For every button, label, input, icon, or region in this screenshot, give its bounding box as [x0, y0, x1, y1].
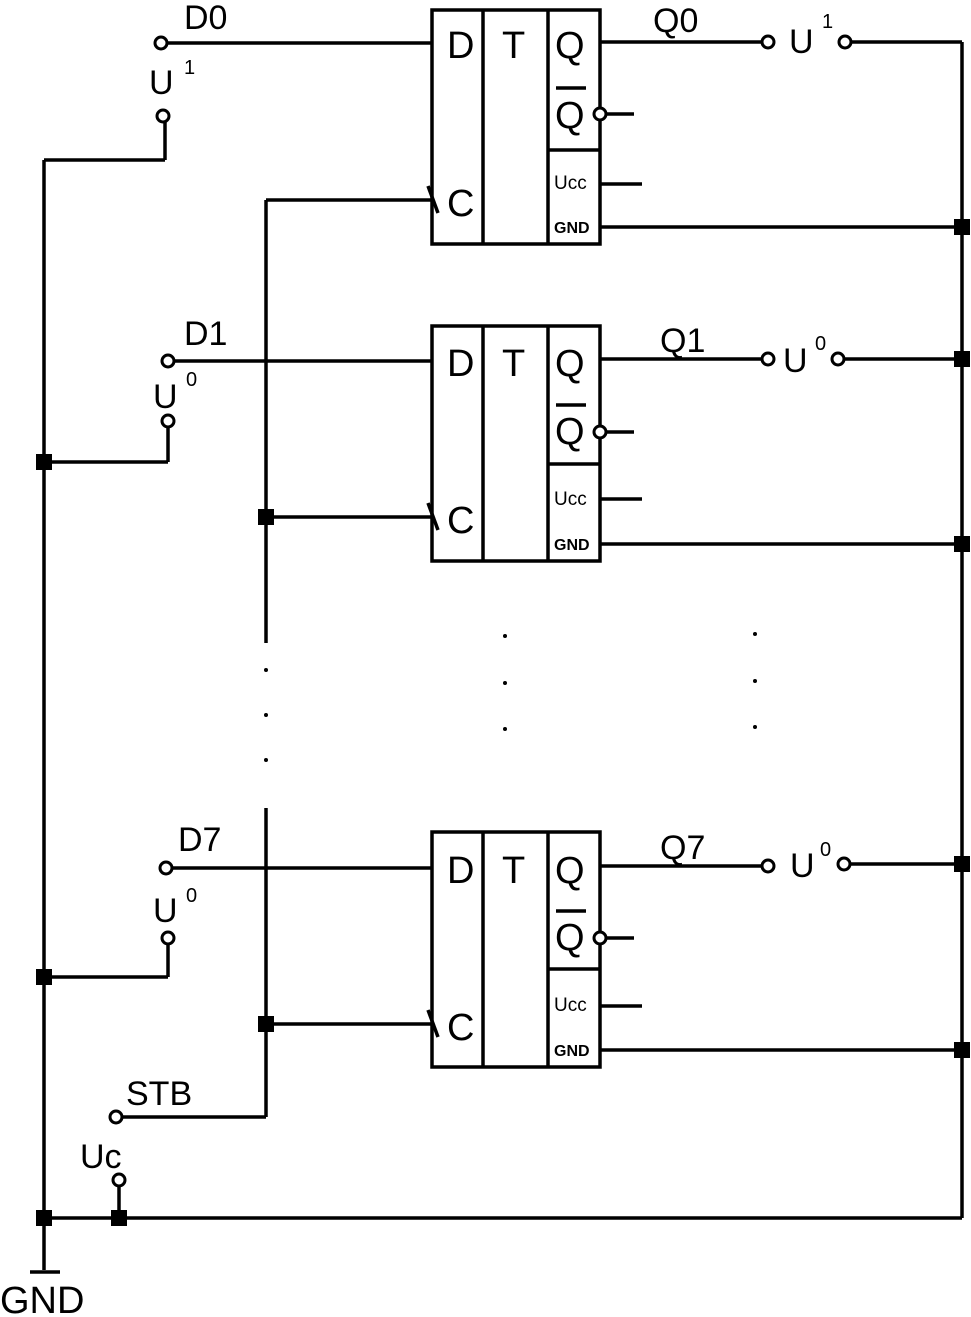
level-0-terminal: [155, 108, 171, 124]
junction-dot: [258, 509, 274, 525]
d1-input-terminal: [160, 353, 176, 369]
junction-dot: [258, 1016, 274, 1032]
level-1-label: U: [153, 378, 178, 416]
trigger-1: D1 U 0 D T Q Q C Ucc GND Q1 U 0: [153, 315, 970, 563]
junction-dot: [954, 219, 970, 235]
pin-ucc: Ucc: [554, 489, 587, 510]
pin-c: C: [447, 1007, 474, 1049]
junction-dot: [111, 1210, 127, 1226]
q1-label: Q1: [660, 322, 705, 360]
d7-label: D7: [178, 821, 221, 859]
supply-label: Uc: [80, 1138, 122, 1176]
q0-output-terminal: [760, 34, 776, 50]
q0-label: Q0: [653, 2, 698, 40]
pin-c: C: [447, 500, 474, 542]
pin-gnd: GND: [554, 220, 590, 237]
ellipsis-dot: [753, 725, 757, 729]
q1-level-sup: 0: [815, 333, 826, 355]
clock-edge-mark: [426, 502, 440, 531]
d0-input-terminal: [153, 35, 169, 51]
pin-c: C: [447, 183, 474, 225]
level-7-label: U: [153, 892, 178, 930]
junction-dot: [954, 1042, 970, 1058]
ellipsis-dot: [264, 758, 268, 762]
trigger-7-body: [430, 830, 602, 1069]
q1-level-label: U: [783, 342, 808, 380]
d7-input-terminal: [158, 860, 174, 876]
level-0-sup: 1: [184, 57, 195, 79]
q7-level-sup: 0: [820, 839, 831, 861]
d0-label: D0: [184, 0, 227, 37]
level-7-sup: 0: [186, 885, 197, 907]
pin-t: T: [502, 850, 525, 892]
q0-level-sup: 1: [822, 11, 833, 33]
ellipsis-dot: [503, 681, 507, 685]
trigger-7: D7 U 0 D T Q Q C Ucc GND Q7 U 0: [153, 821, 970, 1069]
trigger-0-body: [430, 8, 602, 246]
q0-level-terminal: [837, 34, 853, 50]
level-0-label: U: [149, 64, 174, 102]
level-7-terminal: [160, 930, 176, 946]
q7-label: Q7: [660, 829, 705, 867]
pin-q: Q: [555, 343, 585, 385]
pin-t: T: [502, 343, 525, 385]
trigger-1-body: [430, 324, 602, 563]
pin-qbar: Q: [555, 411, 585, 453]
q1-level-terminal: [830, 351, 846, 367]
pin-q: Q: [555, 850, 585, 892]
trigger-0: D0 U 1 D T Q Q C Ucc GND Q0 U 1: [149, 0, 970, 246]
pin-t: T: [502, 25, 525, 67]
qbar-bubble: [592, 106, 608, 122]
q0-level-label: U: [789, 23, 814, 61]
q7-level-label: U: [790, 847, 815, 885]
d1-label: D1: [184, 315, 227, 353]
qbar-bubble: [592, 930, 608, 946]
pin-qbar: Q: [555, 917, 585, 959]
junction-dot: [36, 454, 52, 470]
pin-d: D: [447, 343, 474, 385]
pin-d: D: [447, 850, 474, 892]
ellipsis-dot: [264, 713, 268, 717]
strobe-label: STB: [126, 1075, 192, 1113]
junction-dot: [954, 856, 970, 872]
ellipsis-dot: [753, 632, 757, 636]
pin-q: Q: [555, 25, 585, 67]
strobe-terminal: [108, 1109, 124, 1125]
q7-output-terminal: [760, 858, 776, 874]
pin-d: D: [447, 25, 474, 67]
ellipsis-dot: [264, 668, 268, 672]
junction-dot: [36, 969, 52, 985]
level-1-terminal: [160, 413, 176, 429]
pin-ucc: Ucc: [554, 995, 587, 1016]
ellipsis-dot: [503, 727, 507, 731]
pin-gnd: GND: [554, 1043, 590, 1060]
ellipsis-dot: [503, 634, 507, 638]
qbar-bubble: [592, 424, 608, 440]
junction-dot: [954, 351, 970, 367]
pin-gnd: GND: [554, 537, 590, 554]
q7-level-terminal: [836, 856, 852, 872]
pin-ucc: Ucc: [554, 173, 587, 194]
clock-edge-mark: [426, 185, 440, 214]
q1-output-terminal: [760, 351, 776, 367]
clock-edge-mark: [426, 1009, 440, 1038]
pin-qbar: Q: [555, 95, 585, 137]
junction-dot: [954, 536, 970, 552]
supply-terminal: [111, 1172, 127, 1188]
ground-label: GND: [0, 1280, 84, 1317]
ellipsis-dot: [753, 679, 757, 683]
level-1-sup: 0: [186, 369, 197, 391]
